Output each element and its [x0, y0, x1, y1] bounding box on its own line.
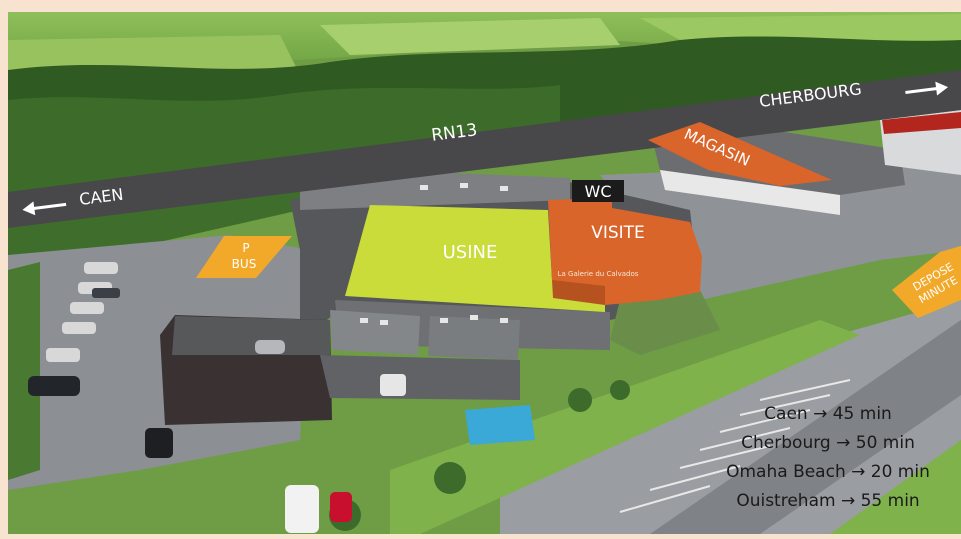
- travel-time-caen: Caen → 45 min: [764, 404, 892, 424]
- arrow-left-icon: [22, 201, 67, 216]
- travel-times: Caen → 45 min Cherbourg → 50 min Omaha B…: [726, 404, 930, 511]
- usine-label: USINE: [443, 242, 498, 263]
- visite-label: VISITE: [591, 223, 645, 243]
- building-sign: La Galerie du Calvados: [558, 270, 639, 278]
- bus-p-label: P: [242, 241, 249, 255]
- travel-time-omaha: Omaha Beach → 20 min: [726, 462, 930, 482]
- wc-label: WC: [585, 182, 612, 201]
- pool: [465, 405, 535, 445]
- depose-minute-zone: DEPOSE MINUTE: [892, 246, 961, 318]
- usine-zone: USINE: [345, 205, 605, 312]
- bus-parking-zone: P BUS: [196, 236, 292, 278]
- travel-time-ouistreham: Ouistreham → 55 min: [736, 491, 919, 511]
- wc-marker: WC: [572, 180, 624, 202]
- travel-time-cherbourg: Cherbourg → 50 min: [741, 433, 915, 453]
- bus-label: BUS: [232, 257, 257, 271]
- visite-zone: VISITE La Galerie du Calvados: [548, 198, 702, 305]
- arrow-right-icon: [905, 81, 949, 96]
